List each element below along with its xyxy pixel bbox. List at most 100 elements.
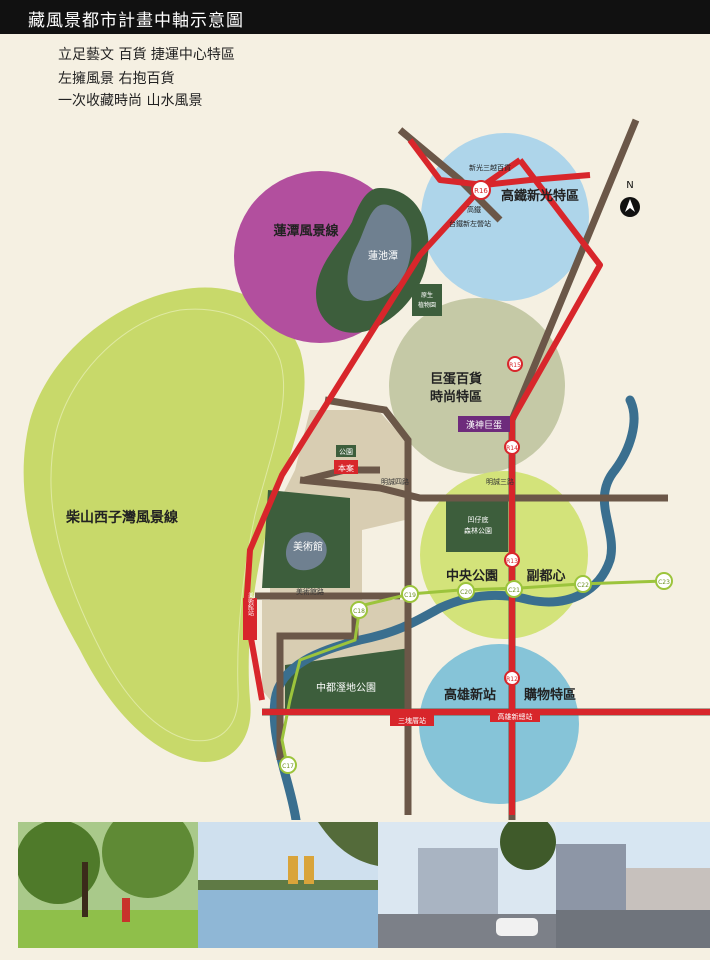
lotus-pond-label: 蓮池潭: [368, 249, 398, 262]
photo-lotus-pagoda-2: [304, 856, 314, 884]
station-c19: [401, 585, 419, 603]
hsr-zone: [421, 133, 589, 301]
forest-park: [446, 500, 508, 552]
chaishan-label: 柴山西子灣風景線: [65, 509, 178, 526]
station-c23-label: C23: [658, 579, 670, 586]
photo-park-tree-1: [18, 822, 100, 904]
chaishan-contour: [50, 308, 285, 742]
photo-lotus-pond: [198, 822, 378, 948]
intro-line-2: 左擁風景 右抱百貨: [58, 71, 175, 87]
photo-station-image: [556, 822, 710, 948]
station-r13-label: R13: [506, 558, 518, 565]
mingcheng3-road-label: 明誠三路: [486, 477, 514, 486]
station-c22-label: C22: [577, 582, 589, 589]
site-marker: [334, 460, 358, 474]
chaishan-zone: [23, 287, 305, 762]
station-c20: [457, 582, 475, 600]
lotus-pond-water: [347, 204, 412, 301]
museum-label: 美術館: [293, 540, 323, 553]
station-zone-label-a: 高雄新站: [444, 687, 496, 703]
eco-label-2: 植物園: [418, 301, 436, 309]
photo-station-road: [556, 910, 710, 948]
station-r14: [504, 439, 520, 455]
photo-lotus-water: [198, 888, 378, 948]
title-bar: 藏風景都市計畫中軸示意圖: [0, 0, 710, 34]
dept-store-label: 新光三越百貨: [469, 163, 511, 172]
photo-park-tree-2: [102, 822, 194, 898]
dome-zone-label-2: 時尚特區: [430, 389, 482, 405]
hsr-zone-label: 高鐵新光特區: [501, 188, 579, 204]
love-river: [269, 395, 639, 820]
meishu-station-badge: [243, 598, 257, 640]
station-r12-label: R12: [506, 676, 518, 683]
dome-zone-label-1: 巨蛋百貨: [430, 371, 482, 387]
sankuai-station-label: 三塊厝站: [398, 716, 426, 725]
photo-park-person: [122, 898, 130, 922]
photo-station-building: [556, 844, 626, 910]
hsr-station-label-2: 台鐵新左營站: [449, 219, 491, 228]
wetland-label: 中都溼地公園: [316, 681, 376, 694]
sankuai-station-badge: [390, 714, 434, 726]
central-zone-label-a: 中央公園: [446, 568, 498, 584]
station-r16-label: R16: [474, 187, 488, 195]
compass-letter: N: [626, 180, 633, 191]
station-c21: [505, 580, 523, 598]
hanshin-marker: [458, 416, 510, 432]
forest-label-1: 凹仔底: [468, 515, 489, 524]
photo-park-grass: [18, 910, 198, 948]
station-r16: [471, 180, 491, 200]
photo-station-mall: [626, 868, 710, 910]
stations: R16 R15 R14 R13 R12 C17 C18 C19 C20 C21 …: [279, 180, 673, 774]
site-label: 本案: [338, 463, 354, 473]
photo-street-car: [496, 918, 538, 936]
photo-lotus-pond-image: [198, 822, 378, 948]
photo-park-image: [18, 822, 198, 948]
station-c17-label: C17: [282, 763, 294, 770]
station-zone-label-b: 購物特區: [523, 687, 576, 703]
road-mingcheng: [299, 476, 668, 502]
station-c21-label: C21: [508, 587, 520, 594]
central-zone-label-b: 副都心: [526, 568, 565, 584]
station-r15-label: R15: [509, 362, 521, 369]
mini-park: [336, 445, 356, 457]
urban-axis-map: 柴山西子灣風景線 蓮池潭 美術館 中都溼地公園 凹仔底 森林公園 原生 植物園: [23, 118, 710, 820]
photo-park-trunk: [82, 862, 88, 917]
page-title: 藏風景都市計畫中軸示意圖: [28, 11, 244, 31]
photo-lotus-shore: [198, 880, 378, 890]
station-c22: [574, 575, 592, 593]
compass-needle: [625, 199, 635, 212]
hsr-station-label-1: 高鐵: [467, 205, 481, 214]
compass: N: [620, 180, 640, 217]
photo-street: [378, 822, 556, 948]
mrt-red-line-east: [509, 158, 603, 815]
station-c23: [655, 572, 673, 590]
meishu-station-label: 美術館站: [247, 591, 254, 617]
station-r12: [504, 670, 520, 686]
station-zone: [419, 644, 579, 804]
meishu-road-label: 美術館路: [296, 587, 324, 596]
station-c20-label: C20: [460, 589, 472, 596]
wetland-park: [285, 648, 410, 712]
kaohsiung-station-badge: [490, 710, 540, 722]
kaohsiung-station-label: 高雄新總站: [498, 712, 533, 721]
forest-label-2: 森林公園: [464, 526, 492, 535]
photo-street-tree: [500, 822, 556, 870]
intro-line-3: 一次收藏時尚 山水風景: [58, 93, 203, 109]
station-names: 三塊厝站 高雄新總站 美術館站: [243, 591, 540, 726]
photo-park: [18, 822, 198, 948]
lotus-zone-label: 蓮潭風景線: [273, 223, 339, 239]
photo-street-image: [378, 822, 556, 948]
station-r14-label: R14: [506, 445, 518, 452]
museum-pond: [285, 532, 327, 571]
photo-lotus-pagoda-1: [288, 856, 298, 884]
photo-lotus-willow: [318, 822, 378, 866]
mingcheng-road-label: 明誠四路: [381, 477, 409, 486]
station-c18: [350, 601, 368, 619]
dome-zone: [389, 298, 565, 474]
station-c17: [279, 756, 297, 774]
road-meishu-east: [324, 396, 412, 815]
station-c18-label: C18: [353, 608, 365, 615]
road-sankuai: [276, 606, 359, 760]
eco-garden: [412, 284, 442, 316]
